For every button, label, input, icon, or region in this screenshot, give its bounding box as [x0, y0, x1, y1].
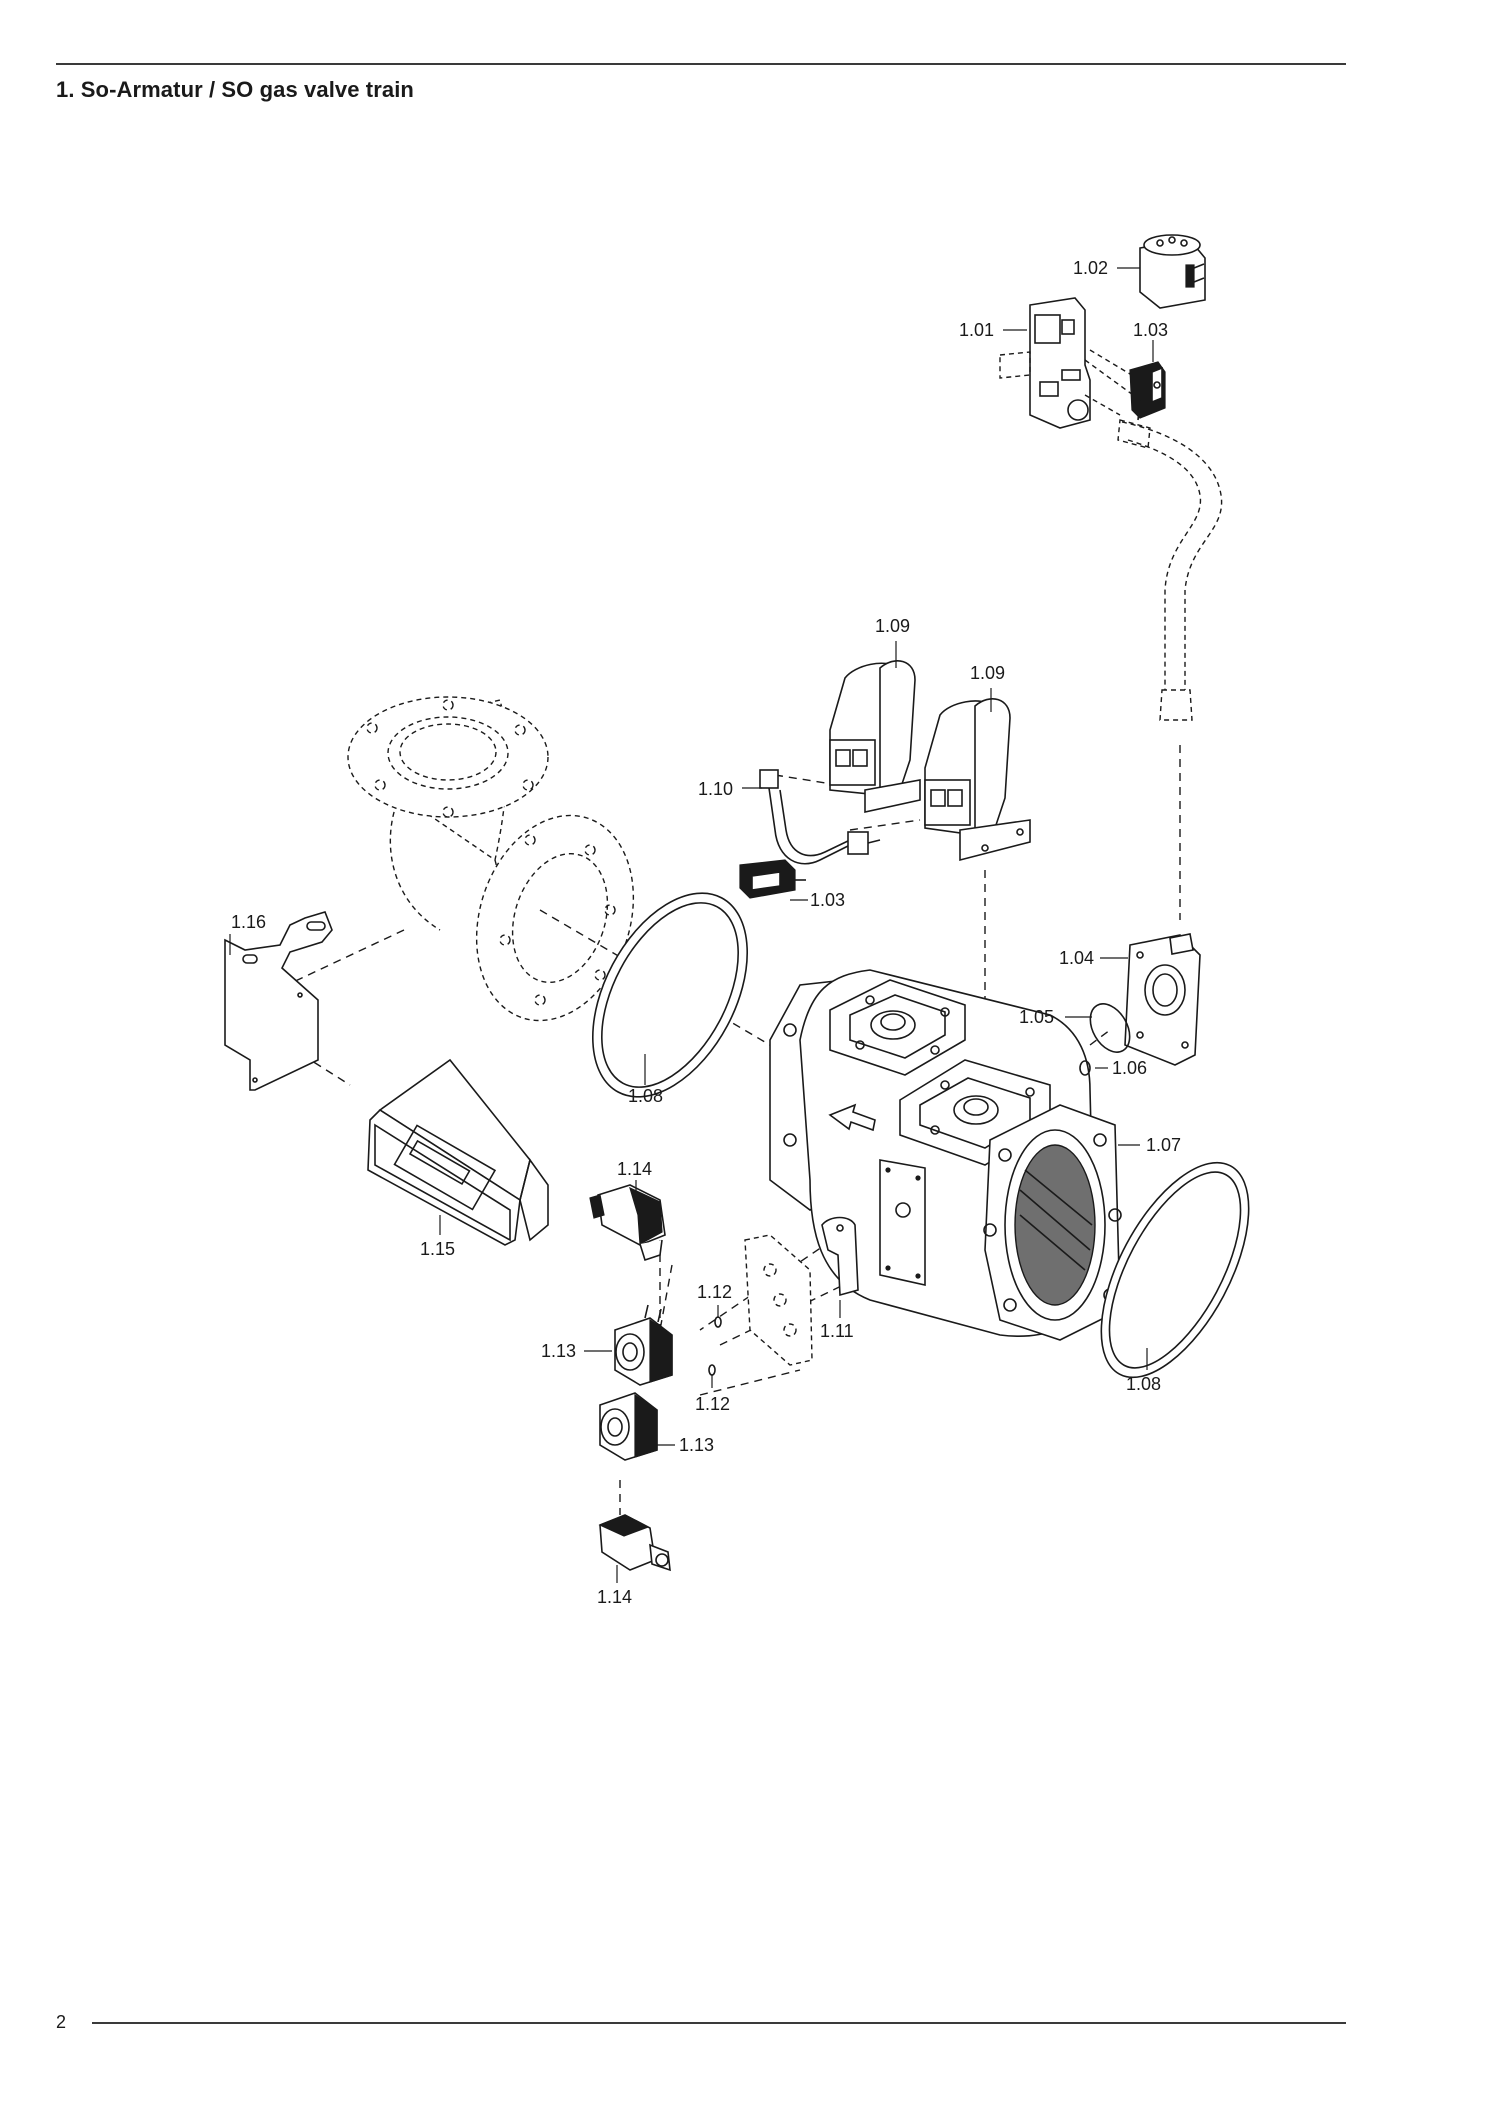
part-1-01-valve: [999, 297, 1141, 429]
part-1-16-bracket: [224, 911, 333, 1091]
label-1-08-left: 1.08: [628, 1086, 663, 1106]
part-1-10-cable: [759, 769, 881, 865]
top-rule: [56, 63, 1346, 65]
part-labels: 1.02 1.01 1.03 1.09 1.09 1.10 1.03 1.16 …: [231, 258, 1181, 1607]
label-1-06: 1.06: [1112, 1058, 1147, 1078]
part-1-15-cover: [367, 1058, 549, 1246]
label-1-12-upper: 1.12: [697, 1282, 732, 1302]
label-1-09-left: 1.09: [875, 616, 910, 636]
page-number: 2: [56, 2012, 67, 2032]
label-1-04: 1.04: [1059, 948, 1094, 968]
part-1-04-adapter-plate: [1124, 933, 1201, 1066]
part-1-12-pin-lower: [708, 1364, 716, 1376]
part-1-11-tab: [821, 1216, 859, 1297]
part-1-14-connector-upper: [589, 1184, 666, 1262]
part-1-02-coil: [1139, 234, 1206, 309]
part-1-09-actuator-right: [924, 698, 1031, 862]
label-1-02: 1.02: [1073, 258, 1108, 278]
part-1-08-gasket-right: [1100, 1161, 1250, 1379]
part-1-12-pin-upper: [714, 1316, 722, 1328]
label-1-03-upper: 1.03: [1133, 320, 1168, 340]
bottom-rule: [92, 2022, 1346, 2024]
part-1-13-coil-upper: [614, 1304, 673, 1386]
part-1-06-o-ring-small: [1079, 1060, 1091, 1076]
part-1-13-coil-lower: [599, 1392, 658, 1461]
label-1-15: 1.15: [420, 1239, 455, 1259]
label-1-13-lower: 1.13: [679, 1435, 714, 1455]
label-1-10: 1.10: [698, 779, 733, 799]
part-1-03-plug-lower: [739, 859, 806, 899]
label-1-14-upper: 1.14: [617, 1159, 652, 1179]
part-1-14-connector-lower: [598, 1514, 671, 1572]
label-1-14-lower: 1.14: [597, 1587, 632, 1607]
part-1-03-plug-upper: [1129, 361, 1166, 421]
label-1-07: 1.07: [1146, 1135, 1181, 1155]
leader-lines: [229, 267, 1154, 1583]
main-valve-body: [769, 969, 1122, 1341]
part-1-05-o-ring: [1089, 1003, 1131, 1053]
terminal-plate-outline: [744, 1234, 813, 1366]
label-1-01: 1.01: [959, 320, 994, 340]
label-1-12-lower: 1.12: [695, 1394, 730, 1414]
label-1-11: 1.11: [820, 1321, 854, 1341]
label-1-05: 1.05: [1019, 1007, 1054, 1027]
page-title: 1. So-Armatur / SO gas valve train: [56, 77, 414, 102]
outlet-screen: [1014, 1144, 1096, 1306]
label-1-16: 1.16: [231, 912, 266, 932]
gas-hose-outline: [1117, 419, 1223, 721]
label-1-03-lower: 1.03: [810, 890, 845, 910]
part-1-08-gasket-left: [591, 892, 749, 1098]
part-1-09-actuator-left: [829, 660, 921, 813]
label-1-08-right: 1.08: [1126, 1374, 1161, 1394]
label-1-13-upper: 1.13: [541, 1341, 576, 1361]
label-1-09-right: 1.09: [970, 663, 1005, 683]
